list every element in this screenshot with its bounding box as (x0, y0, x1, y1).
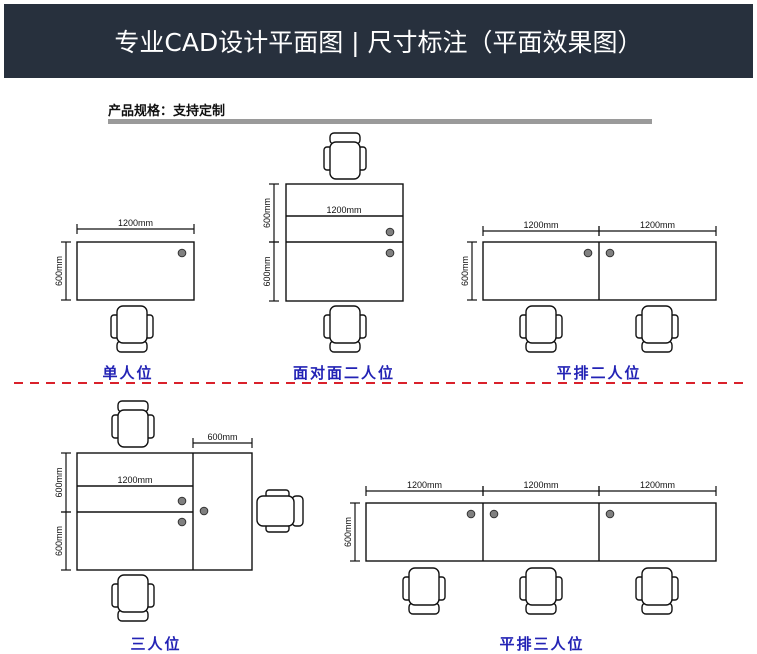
cable-grommet-icon (583, 248, 593, 258)
dimension-label: 1200mm (523, 480, 558, 490)
dimension-label: 600mm (262, 256, 272, 286)
spec-underline (108, 119, 652, 124)
cable-grommet-icon (489, 509, 499, 519)
chair-icon (323, 305, 367, 353)
cable-grommet-icon (177, 496, 187, 506)
spec-title: 产品规格：支持定制 (108, 104, 226, 119)
dimension-label: 600mm (460, 256, 470, 286)
dimension-label: 600mm (207, 432, 237, 442)
dimension-label: 1200mm (640, 480, 675, 490)
cable-grommet-icon (385, 227, 395, 237)
dimension-label: 600mm (54, 467, 64, 497)
layout-label-side-by-side-3: 平排三人位 (499, 635, 585, 653)
cable-grommet-icon (385, 248, 395, 258)
layout-label-three: 三人位 (130, 635, 182, 653)
cable-grommet-icon (466, 509, 476, 519)
chair-icon (256, 489, 304, 533)
dimension-label: 1200mm (326, 205, 361, 215)
dimension-label: 1200mm (117, 475, 152, 485)
cable-grommet-icon (605, 509, 615, 519)
chair-icon (402, 567, 446, 615)
chair-icon (635, 305, 679, 353)
dimension-label: 1200mm (640, 220, 675, 230)
desk-surface (365, 502, 717, 562)
layout-label-single: 单人位 (102, 364, 154, 382)
chair-icon (635, 567, 679, 615)
chair-icon (519, 567, 563, 615)
header-title: 专业CAD设计平面图 | 尺寸标注（平面效果图） (114, 28, 643, 57)
dimension-label: 1200mm (118, 218, 153, 228)
chair-icon (110, 305, 154, 353)
page-header: 专业CAD设计平面图 | 尺寸标注（平面效果图） (4, 4, 753, 78)
layout-label-side-by-side-2: 平排二人位 (556, 364, 642, 382)
desk-surface (76, 241, 195, 301)
chair-icon (323, 132, 367, 180)
dimension-label: 600mm (343, 517, 353, 547)
dimension-label: 1200mm (407, 480, 442, 490)
dimension-label: 600mm (54, 526, 64, 556)
cable-grommet-icon (177, 517, 187, 527)
cable-grommet-icon (177, 248, 187, 258)
cable-grommet-icon (605, 248, 615, 258)
dimension-label: 600mm (262, 198, 272, 228)
cable-grommet-icon (199, 506, 209, 516)
dimension-label: 600mm (54, 256, 64, 286)
chair-icon (519, 305, 563, 353)
chair-icon (111, 574, 155, 622)
dimension-label: 1200mm (523, 220, 558, 230)
chair-icon (111, 400, 155, 448)
layout-label-face-to-face: 面对面二人位 (292, 364, 396, 382)
